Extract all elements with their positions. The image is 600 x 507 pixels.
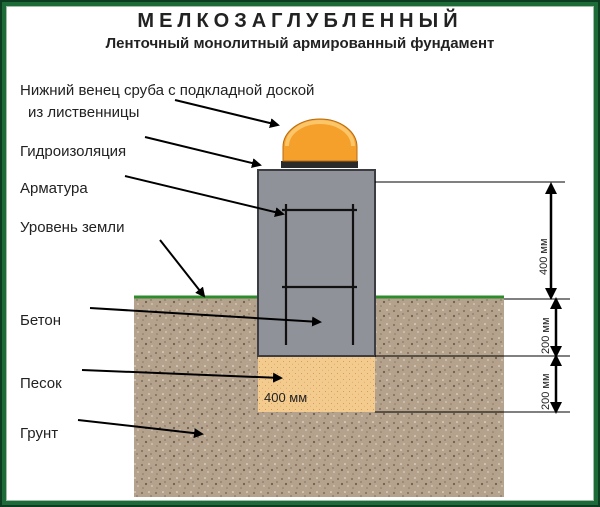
dim-label-concrete: 200 мм (540, 317, 552, 354)
arrow-ground-level (159, 239, 206, 298)
arrow-waterproofing (144, 136, 262, 168)
concrete-strip (257, 169, 376, 357)
arrow-rebar (124, 175, 285, 217)
diagram-title: МЕЛКОЗАГЛУБЛЕННЫЙ (137, 10, 463, 32)
arrow-log (174, 99, 280, 128)
label-ground-level: Уровень земли (20, 219, 125, 236)
label-soil: Грунт (20, 425, 59, 442)
sand-cushion (258, 356, 375, 412)
label-sand: Песок (20, 375, 62, 392)
arrow-soil (77, 419, 204, 439)
leader-arrows (77, 99, 322, 439)
label-concrete: Бетон (20, 312, 62, 329)
diagram-subtitle: Ленточный монолитный армированный фундам… (105, 35, 495, 52)
rebar-cage (282, 204, 357, 345)
dim-label-400: 400 мм (538, 238, 550, 275)
label-log-line2: из лиственницы (28, 104, 140, 121)
arrow-concrete (89, 307, 322, 327)
label-log: Нижний венец сруба с подкладной доской (20, 82, 315, 99)
waterproofing-layer (281, 161, 358, 168)
inner-border (6, 6, 594, 501)
label-waterproofing: Гидроизоляция (20, 143, 127, 160)
sand-width-label: 400 мм (264, 390, 307, 405)
label-rebar: Арматура (20, 180, 88, 197)
dim-label-sand: 200 мм (540, 373, 552, 410)
arrow-sand (81, 369, 283, 383)
log-highlight (285, 120, 355, 147)
log-crown (282, 118, 358, 162)
